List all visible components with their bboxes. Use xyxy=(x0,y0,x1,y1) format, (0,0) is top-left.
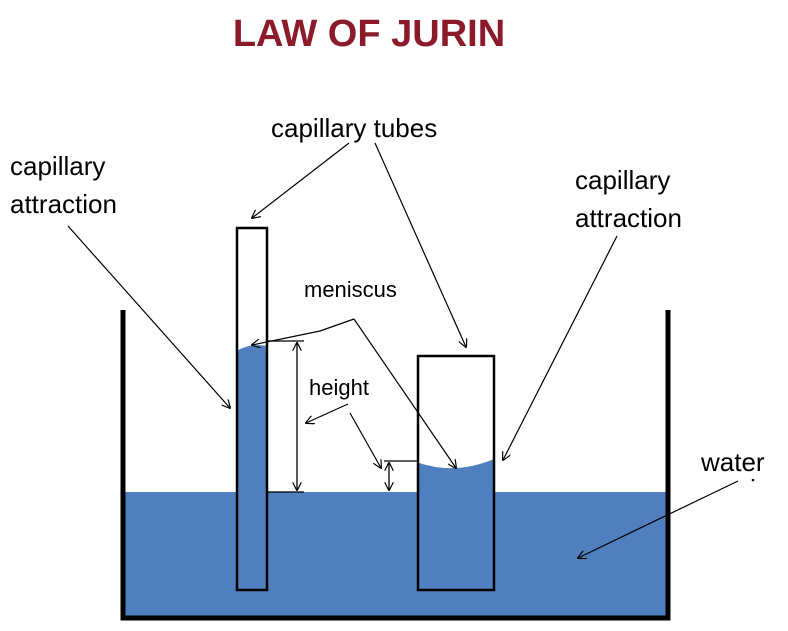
capillary-tubes-arrow-left xyxy=(252,142,350,218)
right-capillary-attraction-arrow xyxy=(503,235,618,460)
meniscus-arrow-right xyxy=(353,318,456,468)
left-capillary-tube xyxy=(235,226,269,592)
meniscus-label: meniscus xyxy=(304,277,397,302)
right-capillary-attraction-label-line1: capillary xyxy=(575,165,670,195)
right-tube-water xyxy=(419,459,494,590)
container-walls xyxy=(120,310,671,621)
height-arrow-right xyxy=(349,412,381,468)
water-label-dot xyxy=(751,478,755,482)
left-tube-water-column xyxy=(238,345,267,590)
right-height-bracket xyxy=(384,460,418,490)
water-arrow xyxy=(578,480,739,558)
left-capillary-attraction-label-line2: attraction xyxy=(10,189,117,219)
left-height-bracket xyxy=(268,340,304,493)
water-label: water xyxy=(700,447,765,477)
container-water xyxy=(125,492,666,616)
height-label: height xyxy=(309,375,369,400)
capillary-tubes-label: capillary tubes xyxy=(271,113,437,143)
right-capillary-attraction-label-line2: attraction xyxy=(575,203,682,233)
capillary-tubes-arrow-right xyxy=(374,142,466,347)
height-arrow-left xyxy=(306,403,349,423)
left-capillary-attraction-arrow xyxy=(67,225,230,408)
right-capillary-tube xyxy=(416,354,496,592)
diagram-title: LAW OF JURIN xyxy=(233,13,505,55)
meniscus-arrow-left xyxy=(252,318,355,345)
left-capillary-attraction-label-line1: capillary xyxy=(10,151,105,181)
